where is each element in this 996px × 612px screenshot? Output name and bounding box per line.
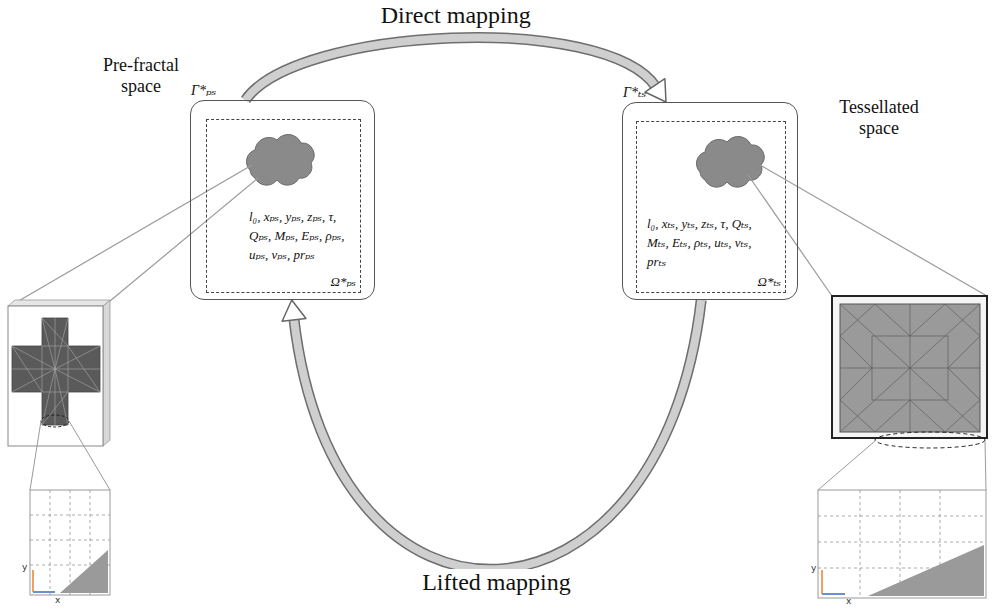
cloud bbox=[246, 134, 764, 187]
space-box: Tessellated spaceΓ*ₜₛl₀, xₜₛ, yₜₛ, zₜₛ, … bbox=[622, 102, 798, 300]
pre-fractal-panel bbox=[8, 300, 110, 490]
axis-label: y bbox=[811, 563, 816, 573]
variable-list: l₀, xₜₛ, yₜₛ, zₜₛ, τ, Qₜₛ, Mₜₛ, Eₜₛ, ρₜₛ… bbox=[647, 215, 757, 272]
edge-label: Lifted mapping bbox=[418, 569, 575, 596]
domain-box: l₀, xₚₛ, yₚₛ, zₚₛ, τ, Qₚₛ, Mₚₛ, Eₚₛ, ρₚₛ… bbox=[206, 119, 361, 293]
domain-symbol: Ω*ₚₛ bbox=[331, 274, 356, 290]
axis-label: x bbox=[55, 595, 60, 605]
arrow-head bbox=[645, 79, 666, 102]
axis-label: x bbox=[846, 596, 851, 606]
zoom-grid bbox=[30, 490, 110, 595]
space-heading: Pre-fractal space bbox=[99, 55, 183, 96]
edge-label: Direct mapping bbox=[377, 2, 535, 29]
boundary-symbol: Γ*ₜₛ bbox=[623, 84, 646, 101]
domain-symbol: Ω*ₜₛ bbox=[758, 274, 782, 290]
mapping-arrow bbox=[282, 300, 701, 569]
leader-line bbox=[10, 165, 987, 306]
space-heading: Tessellated space bbox=[837, 97, 921, 138]
space-box: Pre-fractal spaceΓ*ₚₛl₀, xₚₛ, yₚₛ, zₚₛ, … bbox=[190, 100, 375, 300]
zoom-grid bbox=[818, 490, 986, 598]
boundary-symbol: Γ*ₚₛ bbox=[191, 82, 216, 99]
arrow-head bbox=[282, 300, 306, 321]
variable-list: l₀, xₚₛ, yₚₛ, zₚₛ, τ, Qₚₛ, Mₚₛ, Eₚₛ, ρₚₛ… bbox=[249, 208, 357, 265]
tessellated-panel bbox=[818, 296, 987, 490]
mapping-arrow bbox=[246, 38, 667, 102]
axis-label: y bbox=[22, 562, 27, 572]
domain-box: l₀, xₜₛ, yₜₛ, zₜₛ, τ, Qₜₛ, Mₜₛ, Eₜₛ, ρₜₛ… bbox=[636, 121, 786, 293]
